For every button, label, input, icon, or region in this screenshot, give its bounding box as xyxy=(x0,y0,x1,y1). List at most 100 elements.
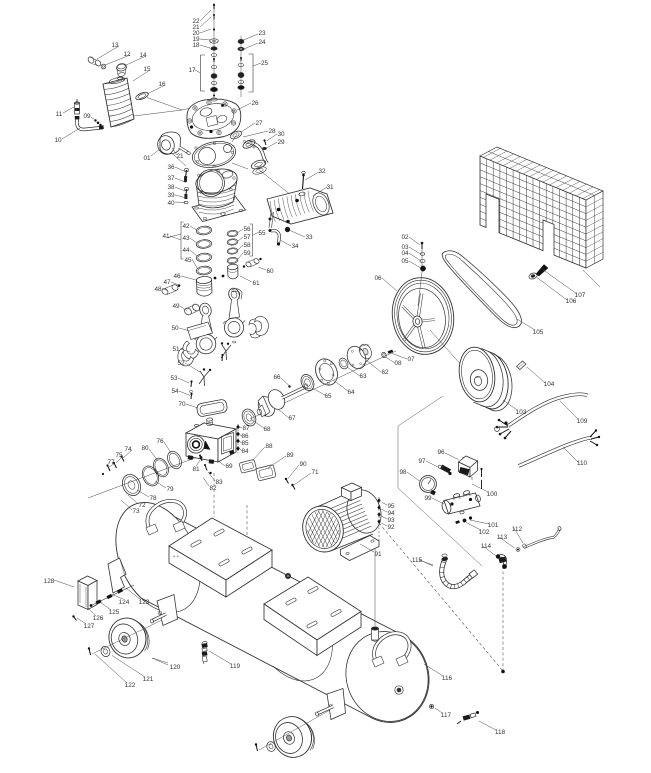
svg-text:52: 52 xyxy=(177,360,185,367)
svg-text:47: 47 xyxy=(163,279,171,286)
svg-text:08: 08 xyxy=(394,360,402,367)
svg-text:81: 81 xyxy=(192,466,200,473)
svg-text:74: 74 xyxy=(124,446,132,453)
svg-text:31: 31 xyxy=(326,184,334,191)
svg-text:40: 40 xyxy=(167,200,175,207)
svg-text:51: 51 xyxy=(172,346,180,353)
svg-text:58: 58 xyxy=(243,242,251,249)
svg-text:72: 72 xyxy=(138,502,146,509)
svg-text:71: 71 xyxy=(311,469,319,476)
svg-text:94: 94 xyxy=(387,510,395,517)
svg-text:55: 55 xyxy=(258,230,266,237)
svg-text:109: 109 xyxy=(577,418,588,425)
svg-text:104: 104 xyxy=(544,381,555,388)
svg-text:126: 126 xyxy=(93,615,104,622)
svg-text:98: 98 xyxy=(399,469,407,476)
svg-text:75: 75 xyxy=(115,452,123,459)
svg-text:121: 121 xyxy=(143,676,154,683)
svg-text:12: 12 xyxy=(123,51,131,58)
svg-text:14: 14 xyxy=(139,52,147,59)
svg-text:113: 113 xyxy=(497,534,508,541)
svg-text:82: 82 xyxy=(209,485,217,492)
svg-text:42: 42 xyxy=(182,223,190,230)
svg-text:25: 25 xyxy=(261,60,269,67)
svg-text:15: 15 xyxy=(143,66,151,73)
svg-text:78: 78 xyxy=(149,495,157,502)
svg-text:115: 115 xyxy=(412,557,423,564)
svg-text:90: 90 xyxy=(299,461,307,468)
svg-text:120: 120 xyxy=(170,664,181,671)
svg-text:64: 64 xyxy=(347,389,355,396)
svg-text:110: 110 xyxy=(577,460,588,467)
svg-text:36: 36 xyxy=(167,164,175,171)
svg-text:46: 46 xyxy=(173,273,181,280)
svg-text:17: 17 xyxy=(188,67,196,74)
svg-text:122: 122 xyxy=(125,682,136,689)
svg-text:54: 54 xyxy=(171,388,179,395)
svg-text:07: 07 xyxy=(407,356,415,363)
svg-text:16: 16 xyxy=(158,81,166,88)
svg-text:96: 96 xyxy=(437,449,445,456)
svg-text:01: 01 xyxy=(143,155,151,162)
svg-text:02: 02 xyxy=(401,234,409,241)
svg-text:32: 32 xyxy=(318,168,326,175)
svg-text:63: 63 xyxy=(359,373,367,380)
svg-text:77: 77 xyxy=(107,459,115,466)
svg-text:60: 60 xyxy=(266,268,274,275)
svg-text:57: 57 xyxy=(243,234,251,241)
svg-text:33: 33 xyxy=(305,234,313,241)
svg-text:56: 56 xyxy=(243,226,251,233)
svg-text:27: 27 xyxy=(255,120,263,127)
svg-text:117: 117 xyxy=(441,712,452,719)
svg-text:73: 73 xyxy=(132,508,140,515)
svg-text:79: 79 xyxy=(166,486,174,493)
svg-text:29: 29 xyxy=(277,139,285,146)
svg-text:61: 61 xyxy=(252,280,260,287)
svg-text:119: 119 xyxy=(230,663,241,670)
svg-text:100: 100 xyxy=(487,491,498,498)
svg-text:49: 49 xyxy=(172,303,180,310)
svg-text:93: 93 xyxy=(387,517,395,524)
svg-text:91: 91 xyxy=(374,551,382,558)
svg-text:06: 06 xyxy=(374,275,382,282)
svg-text:116: 116 xyxy=(442,675,453,682)
svg-text:112: 112 xyxy=(512,526,523,533)
svg-text:65: 65 xyxy=(324,393,332,400)
svg-text:24: 24 xyxy=(258,39,266,46)
svg-text:105: 105 xyxy=(533,329,544,336)
svg-text:23: 23 xyxy=(258,30,266,37)
svg-text:53: 53 xyxy=(170,375,178,382)
svg-text:106: 106 xyxy=(566,298,577,305)
svg-text:50: 50 xyxy=(171,325,179,332)
svg-text:09: 09 xyxy=(83,113,91,120)
svg-text:59: 59 xyxy=(243,250,251,257)
svg-text:84: 84 xyxy=(241,448,249,455)
svg-text:21: 21 xyxy=(176,153,184,160)
svg-text:107: 107 xyxy=(575,292,586,299)
svg-text:89: 89 xyxy=(286,452,294,459)
svg-text:128: 128 xyxy=(44,578,55,585)
svg-text:86: 86 xyxy=(241,433,249,440)
svg-text:62: 62 xyxy=(381,369,389,376)
svg-text:66: 66 xyxy=(273,374,281,381)
svg-text:30: 30 xyxy=(277,131,285,138)
svg-text:13: 13 xyxy=(111,42,119,49)
svg-text:99: 99 xyxy=(424,495,432,502)
svg-text:102: 102 xyxy=(479,529,490,536)
svg-text:124: 124 xyxy=(119,599,130,606)
svg-text:87: 87 xyxy=(242,425,250,432)
svg-text:37: 37 xyxy=(167,175,175,182)
svg-text:+ +: + + xyxy=(173,554,180,559)
svg-text:44: 44 xyxy=(182,247,190,254)
svg-text:26: 26 xyxy=(251,100,259,107)
svg-text:83: 83 xyxy=(215,479,223,486)
svg-text:68: 68 xyxy=(263,426,271,433)
svg-text:38: 38 xyxy=(167,184,175,191)
svg-text:85: 85 xyxy=(241,440,249,447)
svg-text:39: 39 xyxy=(167,192,175,199)
svg-text:67: 67 xyxy=(288,415,296,422)
svg-text:69: 69 xyxy=(225,463,233,470)
svg-text:18: 18 xyxy=(192,42,200,49)
svg-text:118: 118 xyxy=(495,729,506,736)
svg-text:125: 125 xyxy=(109,609,120,616)
